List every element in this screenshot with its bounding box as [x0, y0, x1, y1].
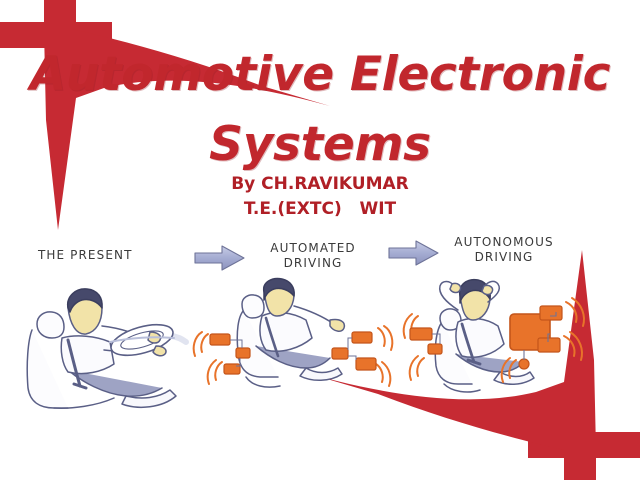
illustration-present-driver-at-wheel: [26, 288, 189, 409]
slide-byline: By CH.RAVIKUMAR T.E.(EXTC) WIT: [0, 172, 640, 222]
byline-author: By CH.RAVIKUMAR: [231, 174, 409, 194]
illustration-autonomous-driving-control-unit: [402, 278, 585, 393]
byline-affiliation: T.E.(EXTC) WIT: [243, 199, 397, 219]
title-line-1: Automotive Electronic: [29, 47, 611, 102]
flow-caption-the-present: THE PRESENT: [38, 248, 133, 262]
flow-caption-autonomous-driving: AUTONOMOUS DRIVING: [454, 235, 554, 264]
central-control-unit: [500, 297, 585, 383]
slide-title: Automotive Electronic Systems: [0, 44, 640, 176]
illustration-automated-driving-sensors: [192, 277, 394, 388]
arrow-right-icon-automated-to-autonomous: [388, 240, 439, 266]
arrow-right-icon-present-to-automated: [194, 245, 245, 271]
flow-caption-automated-driving: AUTOMATED DRIVING: [270, 241, 356, 270]
sensor-group-left-autonomous: [402, 313, 443, 381]
sensor-group-left: [192, 331, 251, 385]
title-line-2: Systems: [209, 117, 431, 172]
sensor-group-right: [331, 325, 394, 387]
